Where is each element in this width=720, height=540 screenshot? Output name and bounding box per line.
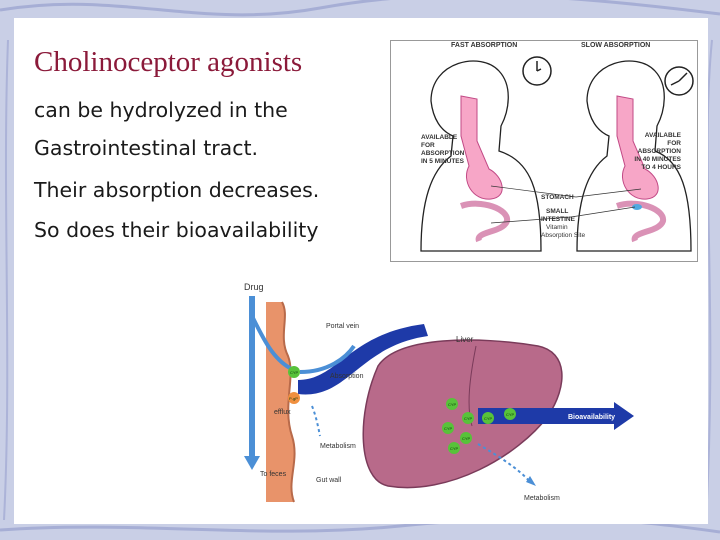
svg-text:CYP: CYP bbox=[462, 436, 471, 441]
absorption-illustration: FAST ABSORPTION SLOW ABSORPTION AVAILABL… bbox=[390, 40, 698, 262]
body-line-2: Gastrointestinal tract. bbox=[34, 136, 259, 160]
left-note: AVAILABLE FOR ABSORPTION IN 5 MINUTES bbox=[421, 134, 465, 165]
drug-arrow bbox=[244, 296, 260, 470]
body-line-3: Their absorption decreases. bbox=[34, 178, 320, 202]
gut-wall-label: Gut wall bbox=[316, 477, 342, 484]
svg-text:CYP: CYP bbox=[450, 446, 459, 451]
svg-text:CYP: CYP bbox=[464, 416, 473, 421]
svg-text:ABSORPTION: ABSORPTION bbox=[638, 148, 682, 155]
body-line-4: So does their bioavailability bbox=[34, 218, 319, 242]
svg-text:Vitamin: Vitamin bbox=[546, 224, 568, 231]
svg-text:CYP: CYP bbox=[484, 416, 493, 421]
svg-text:SMALL: SMALL bbox=[546, 208, 568, 215]
organ-labels: STOMACH SMALL INTESTINE Vitamin Absorpti… bbox=[541, 194, 585, 239]
svg-text:ABSORPTION: ABSORPTION bbox=[421, 150, 465, 157]
svg-text:AVAILABLE: AVAILABLE bbox=[645, 132, 682, 139]
liver-bioavailability-diagram: Drug Liver Bioavailability CYP P-gP bbox=[244, 282, 634, 503]
liver-label: Liver bbox=[456, 335, 474, 344]
svg-text:CYP: CYP bbox=[444, 426, 453, 431]
left-body-figure bbox=[420, 60, 542, 252]
efflux-label: efflux bbox=[274, 409, 291, 416]
right-note: AVAILABLE FOR ABSORPTION IN 40 MINUTES T… bbox=[634, 132, 681, 171]
right-body-figure bbox=[576, 60, 692, 252]
bioavailability-label: Bioavailability bbox=[568, 414, 615, 421]
svg-text:TO 4 HOURS: TO 4 HOURS bbox=[641, 164, 681, 171]
pointer-lines bbox=[490, 185, 642, 224]
svg-text:CYP: CYP bbox=[506, 412, 515, 417]
svg-text:IN 5 MINUTES: IN 5 MINUTES bbox=[421, 158, 465, 165]
svg-text:IN 40 MINUTES: IN 40 MINUTES bbox=[634, 156, 681, 163]
svg-text:Absorption Site: Absorption Site bbox=[541, 232, 585, 239]
svg-text:AVAILABLE: AVAILABLE bbox=[421, 134, 458, 141]
metabolism-liver-label: Metabolism bbox=[524, 495, 560, 502]
svg-text:FOR: FOR bbox=[667, 140, 681, 147]
clock-icon-fast bbox=[522, 56, 552, 86]
cyp-enzymes: CYP P-gP CYP CYP CYP CYP CYP CYP CYP bbox=[288, 366, 516, 454]
to-feces-label: To feces bbox=[260, 471, 287, 478]
svg-text:INTESTINE: INTESTINE bbox=[541, 216, 576, 223]
svg-text:CYP: CYP bbox=[448, 402, 457, 407]
svg-text:P-gP: P-gP bbox=[289, 396, 298, 401]
metabolism-gut-label: Metabolism bbox=[320, 443, 356, 450]
portal-vein bbox=[298, 324, 428, 395]
body-line-1: can be hydrolyzed in the bbox=[34, 98, 288, 122]
clock-icon-slow bbox=[664, 66, 694, 96]
absorption-label: Absorption bbox=[330, 373, 364, 380]
svg-text:CYP: CYP bbox=[290, 370, 299, 375]
header-slow: SLOW ABSORPTION bbox=[581, 42, 650, 49]
header-fast: FAST ABSORPTION bbox=[451, 42, 517, 49]
drug-label: Drug bbox=[244, 282, 264, 292]
portal-vein-label: Portal vein bbox=[326, 323, 359, 330]
diagram-labels: Portal vein Absorption efflux Metabolism… bbox=[260, 323, 560, 502]
svg-text:FOR: FOR bbox=[421, 142, 435, 149]
slide-title: Cholinoceptor agonists bbox=[34, 46, 303, 78]
slide-content: Cholinoceptor agonists can be hydrolyzed… bbox=[14, 18, 708, 524]
svg-text:STOMACH: STOMACH bbox=[541, 194, 574, 201]
